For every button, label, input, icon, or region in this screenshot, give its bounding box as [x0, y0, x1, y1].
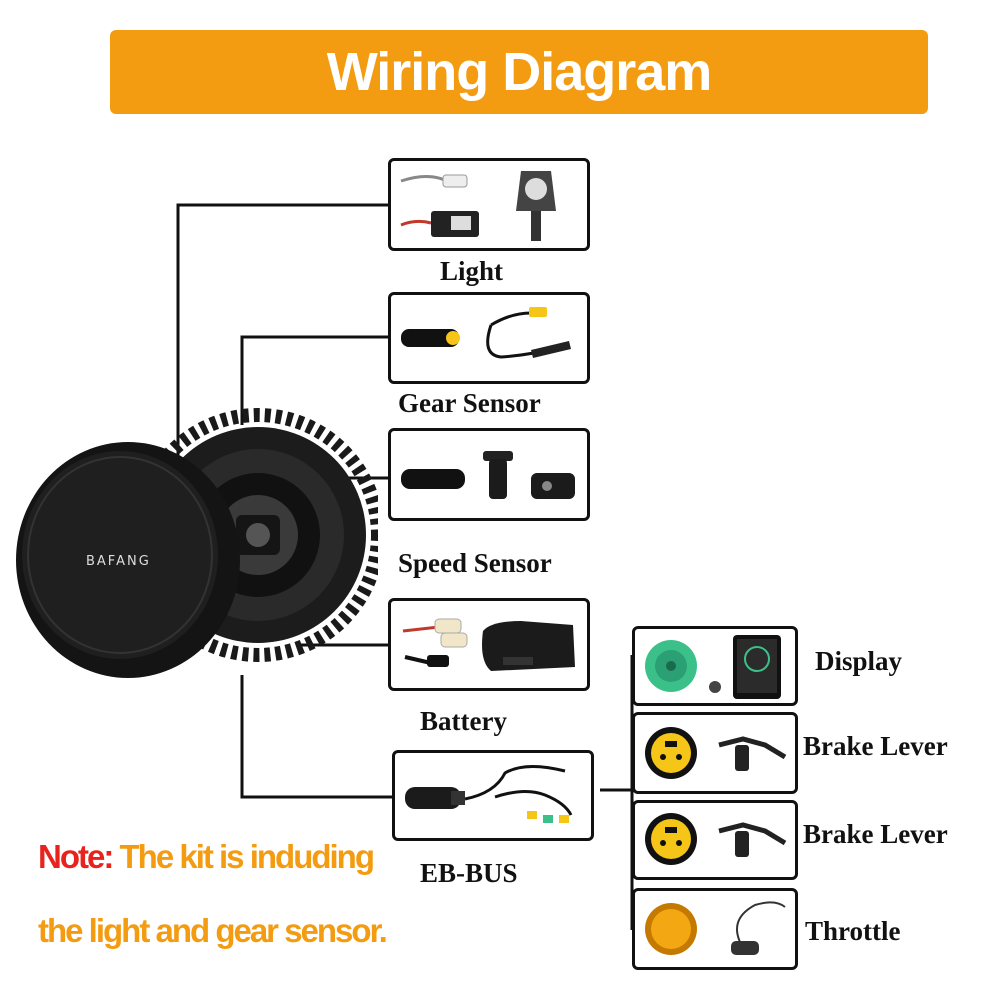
light-icon	[400, 171, 556, 241]
title-banner: Wiring Diagram	[110, 30, 928, 114]
brake-lever-1-label: Brake Lever	[803, 731, 948, 761]
light-label: Light	[440, 256, 504, 286]
gear-sensor-icon	[401, 307, 571, 359]
display-icon	[645, 635, 781, 699]
note-line-2: the light and gear sensor.	[38, 912, 388, 950]
eb-bus-box	[392, 750, 594, 841]
brake-lever-2-icon	[645, 813, 787, 865]
note-text-2: the light and gear sensor.	[38, 912, 388, 949]
bafang-motor: BAFANG	[8, 395, 378, 715]
throttle-label: Throttle	[805, 916, 901, 946]
gear-sensor-label: Gear Sensor	[398, 388, 541, 418]
page-title: Wiring Diagram	[326, 42, 713, 102]
eb-bus-label: EB-BUS	[420, 858, 518, 888]
brake-lever-1-box	[632, 712, 798, 794]
throttle-box	[632, 888, 798, 970]
brake-lever-2-label: Brake Lever	[803, 819, 948, 849]
note-text-1: The kit is induding	[119, 838, 375, 875]
brake-lever-2-box	[632, 800, 798, 880]
motor-brand-label: BAFANG	[86, 554, 151, 569]
speed-sensor-icon	[401, 451, 575, 499]
throttle-icon	[645, 901, 786, 955]
display-label: Display	[815, 646, 903, 676]
battery-icon	[402, 618, 575, 671]
gear-sensor-box	[388, 292, 590, 384]
speed-sensor-box	[388, 428, 590, 521]
brake-lever-1-icon	[645, 727, 787, 779]
eb-bus-icon	[405, 765, 573, 823]
speed-sensor-label: Speed Sensor	[398, 548, 552, 578]
battery-box	[388, 598, 590, 691]
note-line-1: Note: The kit is induding	[38, 838, 375, 876]
light-box	[388, 158, 590, 251]
note-prefix: Note:	[38, 838, 114, 875]
display-box	[632, 626, 798, 706]
battery-label: Battery	[420, 706, 507, 736]
